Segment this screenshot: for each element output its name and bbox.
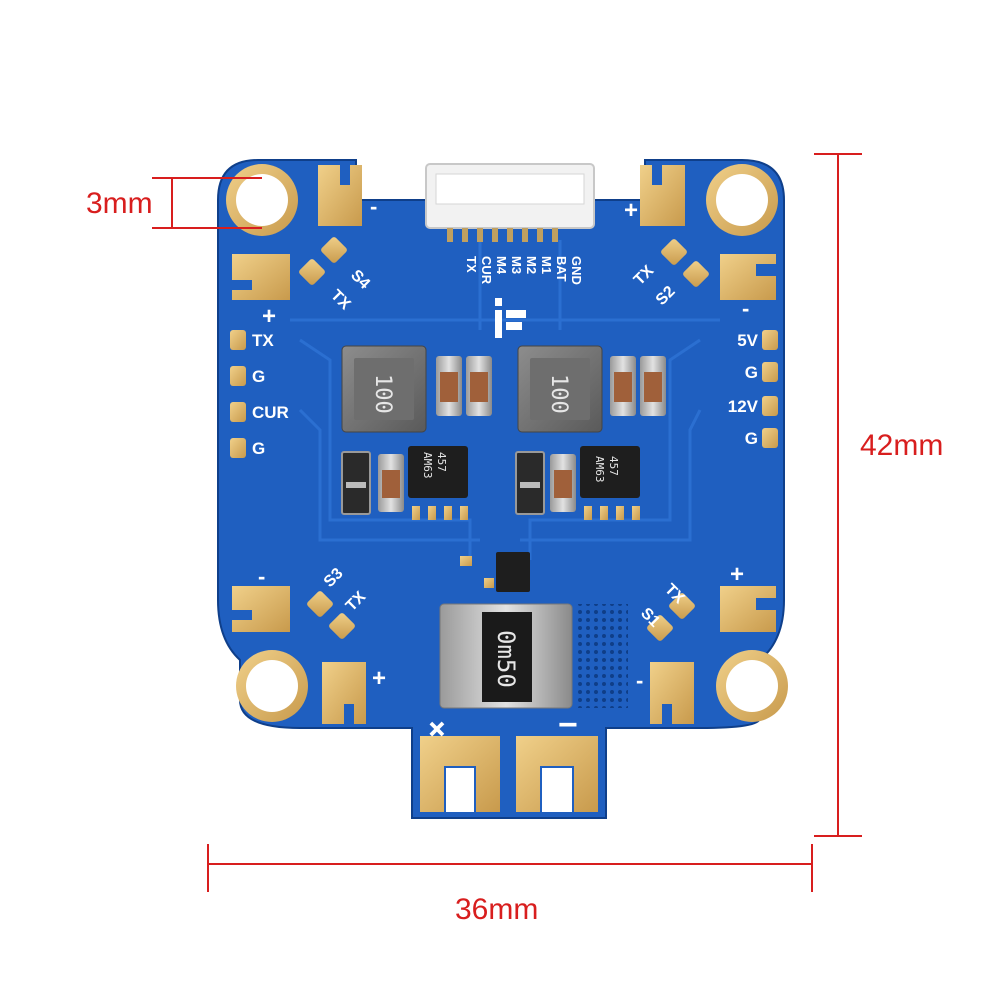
right-pad-label: G bbox=[745, 363, 758, 382]
bottom-left-minus-label: - bbox=[258, 564, 265, 589]
inductor-left-marking: 100 bbox=[370, 374, 395, 414]
sense-amplifier bbox=[460, 552, 530, 592]
left-pad-label: G bbox=[252, 439, 265, 458]
connector-pin-label: M2 bbox=[524, 256, 539, 274]
connector-pin-label: BAT bbox=[554, 256, 569, 282]
dimension-lines bbox=[152, 153, 862, 892]
brand-logo bbox=[495, 298, 526, 338]
connector-pin-labels: GNDBATM1M2M3M4CURTX bbox=[464, 256, 584, 285]
svg-text:GNDBATM1M2M3M4CURTX: GNDBATM1M2M3M4CURTX bbox=[464, 256, 584, 285]
current-shunt bbox=[439, 603, 628, 709]
capacitors bbox=[378, 356, 666, 512]
bottom-left-plus-label: + bbox=[372, 665, 386, 692]
mounting-holes bbox=[226, 164, 788, 722]
left-pad-label: CUR bbox=[252, 403, 289, 422]
connector-pin-label: M4 bbox=[494, 256, 509, 275]
battery-minus-label: − bbox=[558, 706, 578, 744]
connector-pin-label: TX bbox=[464, 256, 479, 273]
motor-pads bbox=[232, 165, 776, 724]
height-label: 42mm bbox=[860, 429, 944, 462]
top-right-plus-label: + bbox=[624, 197, 638, 224]
regulator-left-marking-bottom: 457 bbox=[435, 452, 448, 472]
hole-size-label: 3mm bbox=[86, 187, 153, 220]
regulator-left-marking-top: AM63 bbox=[421, 452, 434, 479]
left-pad-label: G bbox=[252, 367, 265, 386]
regulator-right-marking-bottom: 457 bbox=[607, 456, 620, 476]
top-left-plus-label: + bbox=[262, 303, 276, 330]
regulator-chips bbox=[408, 446, 640, 520]
width-label: 36mm bbox=[455, 893, 539, 926]
connector-pin-label: GND bbox=[569, 256, 584, 285]
shunt-marking: 0m50 bbox=[492, 630, 520, 688]
bottom-right-minus-label: - bbox=[636, 668, 643, 693]
left-side-pads bbox=[230, 330, 246, 458]
bottom-right-plus-label: + bbox=[730, 561, 744, 588]
signal-pads bbox=[299, 237, 709, 641]
pcb-traces bbox=[290, 240, 720, 560]
inductor-right-marking: 100 bbox=[546, 374, 571, 414]
right-pad-label: G bbox=[745, 429, 758, 448]
jst-connector bbox=[425, 163, 595, 242]
top-left-minus-label: - bbox=[370, 194, 377, 219]
left-pad-label: TX bbox=[252, 331, 274, 350]
top-right-minus-label: - bbox=[742, 296, 749, 321]
right-side-pads bbox=[762, 330, 778, 448]
regulator-right-marking-top: AM63 bbox=[593, 456, 606, 483]
inductor-left bbox=[341, 345, 427, 433]
connector-pin-label: M3 bbox=[509, 256, 524, 274]
diodes bbox=[341, 451, 545, 515]
right-pad-labels: 5V G 12V G bbox=[728, 331, 759, 448]
right-pad-label: 12V bbox=[728, 397, 759, 416]
battery-tabs bbox=[420, 736, 598, 812]
right-pad-label: 5V bbox=[737, 331, 758, 350]
pcb-board bbox=[217, 159, 785, 819]
inductor-right bbox=[517, 345, 603, 433]
connector-pin-label: M1 bbox=[539, 256, 554, 274]
left-pad-labels: TX G CUR G bbox=[252, 331, 289, 458]
connector-pin-label: CUR bbox=[479, 256, 494, 285]
